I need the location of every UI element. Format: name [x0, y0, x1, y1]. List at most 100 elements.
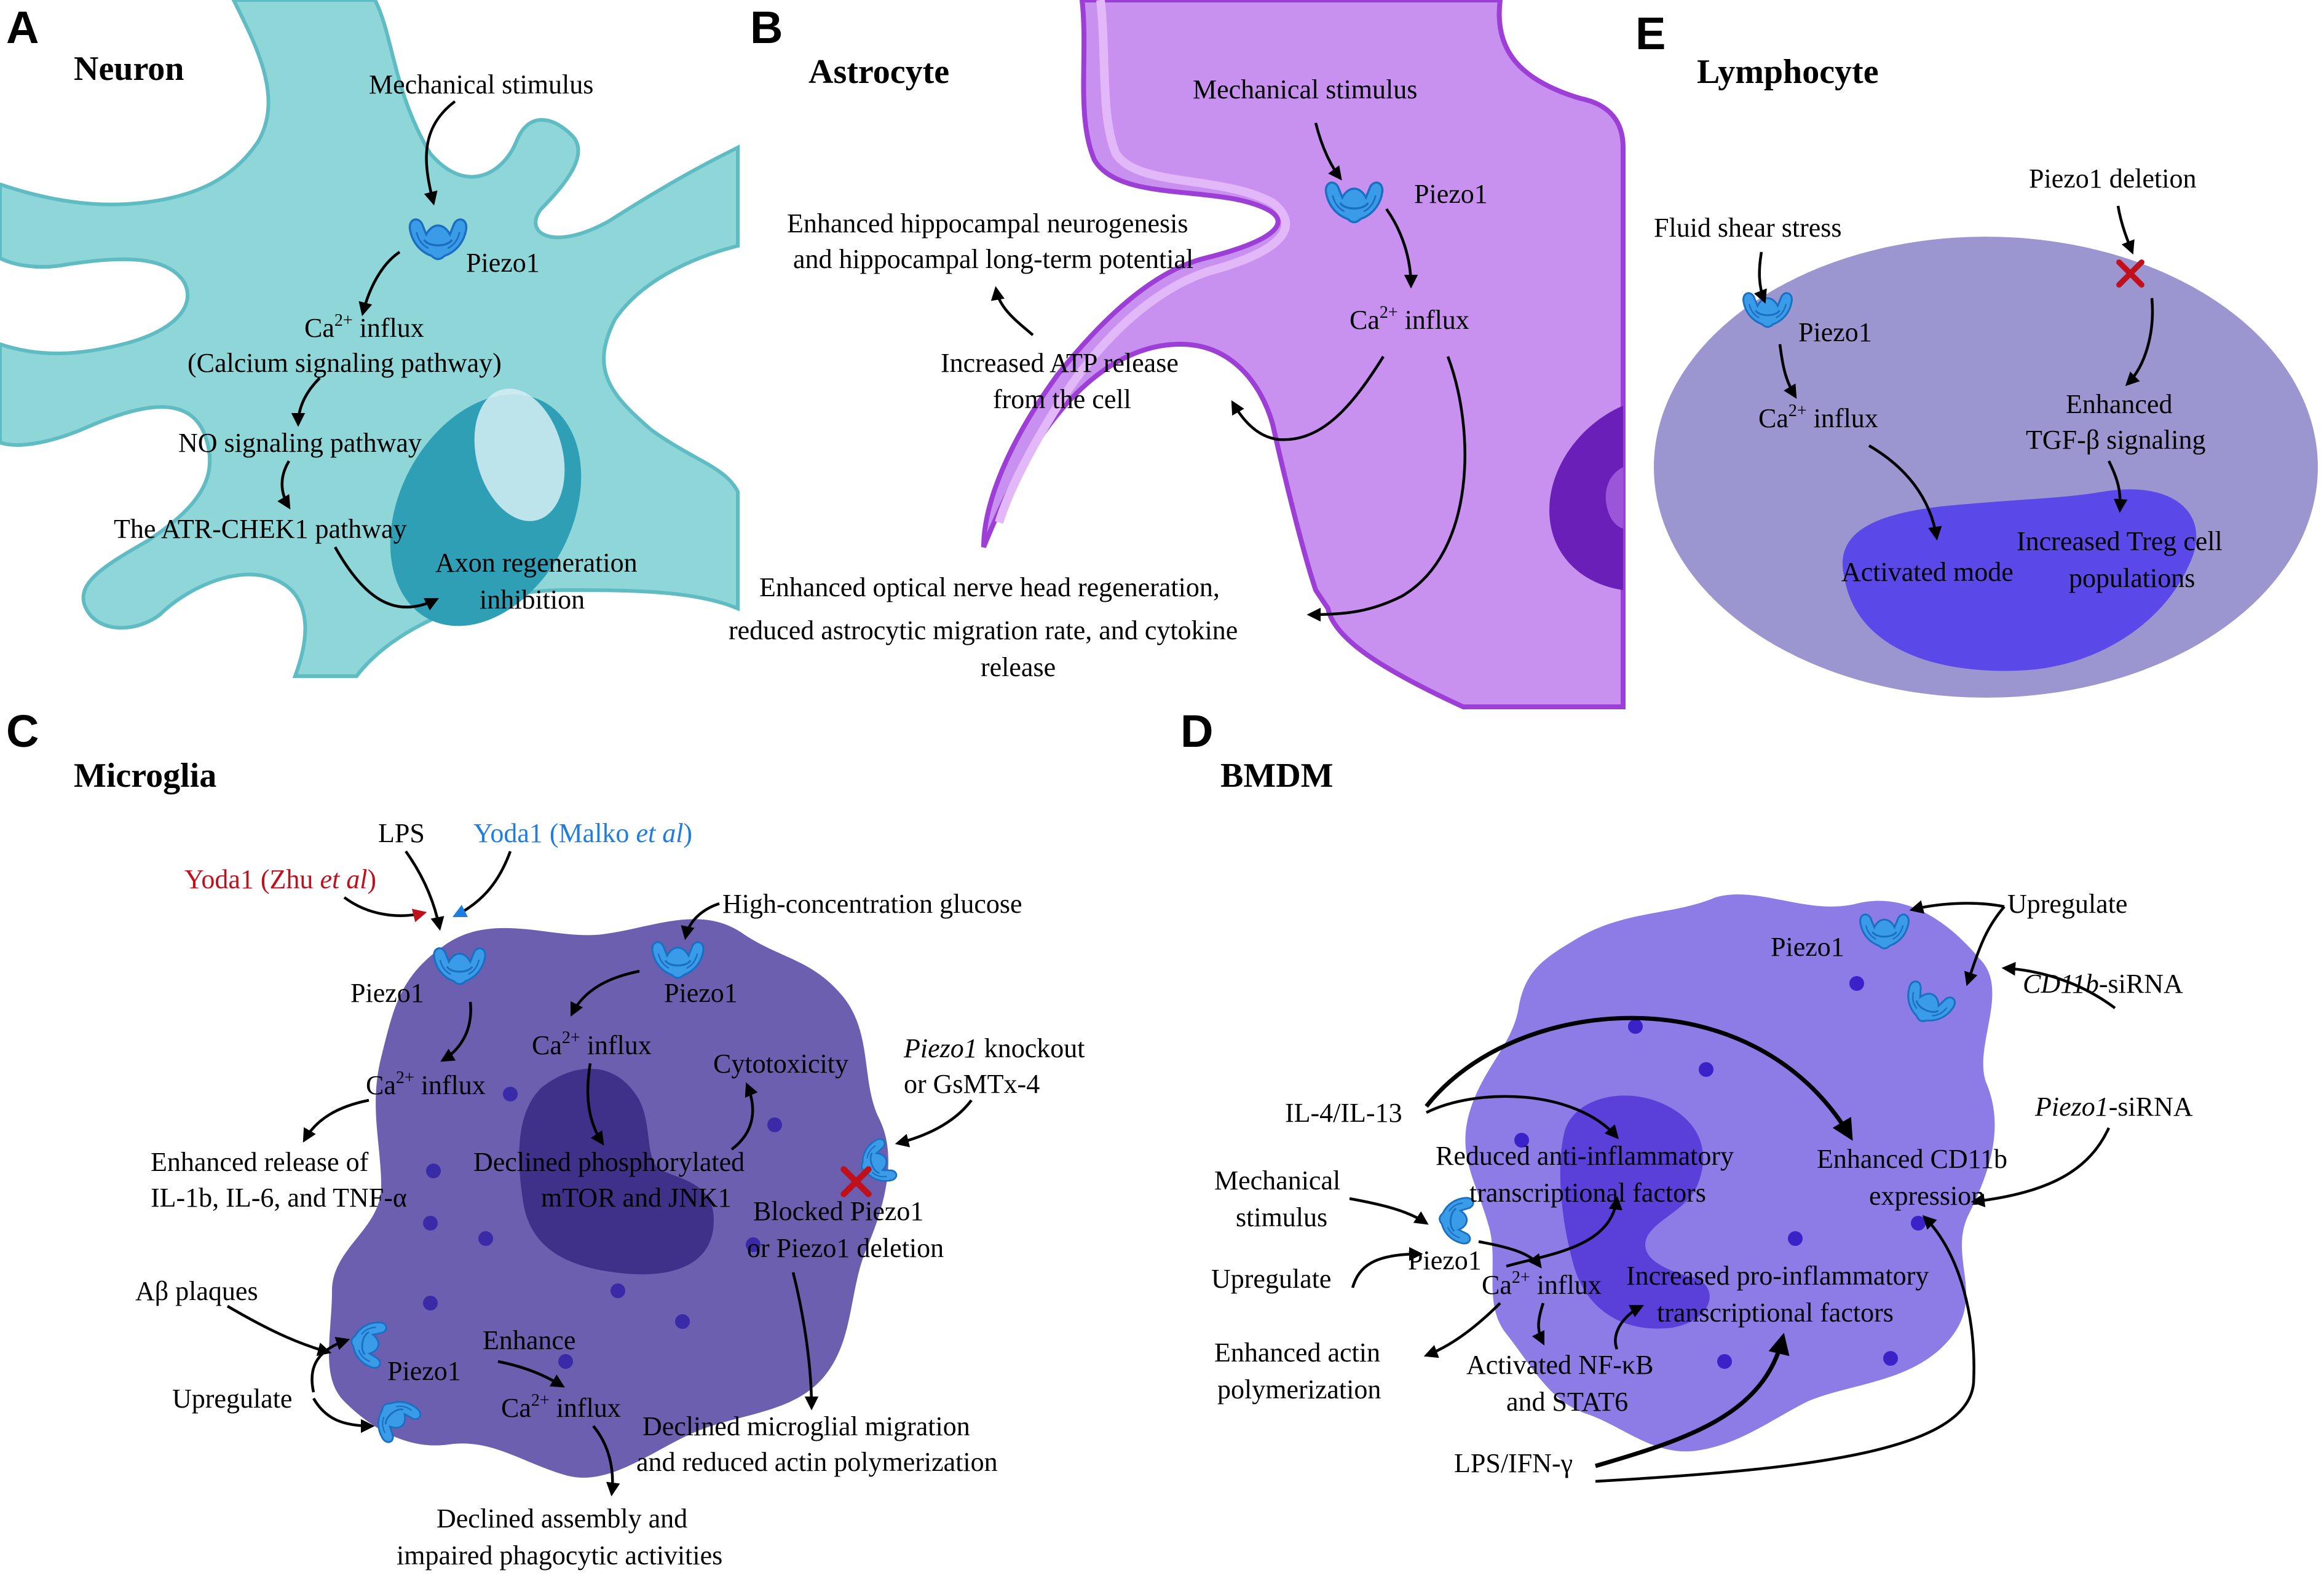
- label-mechanical-stimulus: Mechanical stimulus: [369, 69, 593, 100]
- label-piezo1-top: Piezo1: [1771, 932, 1844, 962]
- panel-letter-d: D: [1180, 706, 1213, 757]
- label-piezo1-right: Piezo1: [664, 978, 738, 1008]
- label-piezo1-knockout: Piezo1 knockout: [903, 1033, 1085, 1063]
- label-axon-inhibition: inhibition: [480, 585, 585, 615]
- astrocyte-nucleus: [1549, 406, 1623, 590]
- label-stimulus: stimulus: [1236, 1202, 1327, 1232]
- astrocyte-nucleolus: [1605, 467, 1623, 529]
- label-assembly-2: impaired phagocytic activities: [397, 1540, 722, 1570]
- label-mtor-2: mTOR and JNK1: [541, 1183, 732, 1213]
- label-axon-regeneration: Axon regeneration: [435, 548, 638, 578]
- label-atp-1: Increased ATP release: [941, 348, 1179, 378]
- label-reduced-anti-1: Reduced anti-inflammatory: [1436, 1141, 1734, 1171]
- label-actin-1: Enhanced actin: [1214, 1338, 1380, 1368]
- panel-d: D BMDM Upregulate Piezo1 CD11b-siRNA IL-…: [1180, 706, 2193, 1483]
- label-yoda1-malko: Yoda1 (Malko et al): [473, 818, 692, 848]
- label-migration-2: and reduced actin polymerization: [636, 1447, 998, 1477]
- label-abeta: Aβ plaques: [135, 1276, 258, 1306]
- label-gsmtx4: or GsMTx-4: [904, 1069, 1040, 1099]
- piezo1-channel-icon: [1436, 1194, 1475, 1245]
- panel-title-lymphocyte: Lymphocyte: [1697, 53, 1879, 91]
- label-cytotoxicity: Cytotoxicity: [713, 1049, 848, 1079]
- label-cd11b-expression-1: Enhanced CD11b: [1817, 1144, 2007, 1174]
- label-upregulate-top: Upregulate: [2007, 889, 2127, 919]
- bmdm-cell-body: [1465, 894, 1995, 1452]
- label-nfkb-1: Activated NF-κB: [1466, 1350, 1653, 1380]
- label-piezo1-left: Piezo1: [350, 978, 424, 1008]
- label-piezo1-deletion: Piezo1 deletion: [2029, 164, 2197, 194]
- label-treg-2: populations: [2069, 563, 2195, 593]
- label-ca-influx: Ca2+ influx: [1482, 1268, 1602, 1300]
- label-assembly-1: Declined assembly and: [437, 1503, 687, 1534]
- label-reduced-anti-2: transcriptional factors: [1469, 1178, 1706, 1208]
- panel-a: A Neuron Mechanical stimulus Piezo1 Ca2+…: [0, 0, 740, 678]
- label-ca-influx-right: Ca2+ influx: [532, 1028, 652, 1060]
- bmdm-nucleus: [1560, 1095, 1710, 1329]
- panel-letter-b: B: [750, 2, 783, 53]
- label-cd11b-sirna: CD11b-siRNA: [2023, 969, 2183, 999]
- label-actin-2: polymerization: [1217, 1374, 1381, 1405]
- label-pro-inflammatory-1: Increased pro-inflammatory: [1626, 1261, 1929, 1291]
- label-enhanced: Enhanced: [2066, 389, 2172, 419]
- label-ca-influx: Ca2+ influx: [304, 311, 424, 343]
- label-tgf-beta: TGF-β signaling: [2026, 425, 2206, 455]
- bmdm-vesicles: [1514, 976, 1926, 1369]
- label-high-glucose: High-concentration glucose: [722, 889, 1022, 919]
- label-hippocampal-2: and hippocampal long-term potential: [793, 244, 1193, 274]
- panel-title-bmdm: BMDM: [1220, 757, 1334, 795]
- panel-e: E Lymphocyte Piezo1 deletion Fluid shear…: [1635, 8, 2318, 698]
- panel-title-astrocyte: Astrocyte: [808, 53, 949, 91]
- label-yoda1-zhu: Yoda1 (Zhu et al): [184, 864, 376, 894]
- panel-letter-c: C: [6, 706, 39, 757]
- label-pro-inflammatory-2: transcriptional factors: [1657, 1298, 1894, 1328]
- astrocyte-membrane-inner: [995, 0, 1290, 524]
- label-cd11b-expression-2: expression: [1869, 1181, 1985, 1211]
- label-optic-2: reduced astrocytic migration rate, and c…: [729, 615, 1238, 645]
- label-lps-ifn: LPS/IFN-γ: [1454, 1448, 1573, 1478]
- label-mechanical: Mechanical: [1214, 1165, 1340, 1196]
- label-upregulate: Upregulate: [172, 1384, 292, 1414]
- label-lps: LPS: [378, 818, 425, 848]
- microglia-vesicles: [423, 1087, 782, 1369]
- neuron-nucleolus: [474, 388, 565, 521]
- label-no-signaling: NO signaling pathway: [178, 428, 422, 458]
- label-blocked-1: Blocked Piezo1: [753, 1196, 923, 1226]
- label-piezo1-sirna: Piezo1-siRNA: [2034, 1092, 2193, 1122]
- label-hippocampal-1: Enhanced hippocampal neurogenesis: [787, 208, 1188, 238]
- label-ca-influx: Ca2+ influx: [1758, 401, 1878, 433]
- label-atp-2: from the cell: [993, 384, 1131, 414]
- label-upregulate-left: Upregulate: [1211, 1264, 1331, 1294]
- label-optic-1: Enhanced optical nerve head regeneration…: [759, 572, 1220, 602]
- label-fluid-shear: Fluid shear stress: [1654, 213, 1842, 243]
- astrocyte-cell-body: [981, 0, 1626, 709]
- label-blocked-2: or Piezo1 deletion: [747, 1233, 944, 1263]
- label-piezo1-mid: Piezo1: [1408, 1245, 1482, 1275]
- label-ca-influx-left: Ca2+ influx: [366, 1068, 486, 1100]
- label-calcium-signaling: (Calcium signaling pathway): [188, 348, 502, 378]
- label-piezo1: Piezo1: [466, 248, 540, 278]
- panel-letter-e: E: [1635, 8, 1666, 59]
- panel-title-microglia: Microglia: [74, 757, 216, 795]
- label-il-release-2: IL-1b, IL-6, and TNF-α: [151, 1183, 407, 1213]
- panel-title-neuron: Neuron: [74, 50, 184, 88]
- panel-c: C Microglia LPS Yoda1 (Malko et al) Yoda…: [6, 706, 1085, 1570]
- label-activated-mode: Activated mode: [1841, 557, 2014, 587]
- label-piezo1: Piezo1: [1414, 179, 1488, 209]
- microglia-nucleus: [519, 1068, 714, 1275]
- label-ca-influx-bottom: Ca2+ influx: [501, 1391, 621, 1423]
- panel-b: B Astrocyte Mechanical stimulus Piezo1 C…: [729, 0, 1626, 709]
- label-treg-1: Increased Treg cell: [2017, 526, 2223, 556]
- label-mechanical-stimulus: Mechanical stimulus: [1193, 74, 1417, 104]
- label-nfkb-2: and STAT6: [1506, 1387, 1628, 1417]
- label-ca-influx: Ca2+ influx: [1350, 303, 1469, 335]
- label-enhance: Enhance: [483, 1325, 575, 1355]
- label-mtor-1: Declined phosphorylated: [473, 1147, 745, 1177]
- label-atr-chek1: The ATR-CHEK1 pathway: [114, 514, 407, 544]
- label-optic-3: release: [981, 652, 1056, 682]
- label-migration-1: Declined microglial migration: [642, 1411, 970, 1441]
- panel-letter-a: A: [6, 2, 39, 53]
- label-il-release-1: Enhanced release of: [151, 1147, 369, 1177]
- label-il4-il13: IL-4/IL-13: [1285, 1098, 1402, 1128]
- label-piezo1-bottom: Piezo1: [387, 1356, 461, 1386]
